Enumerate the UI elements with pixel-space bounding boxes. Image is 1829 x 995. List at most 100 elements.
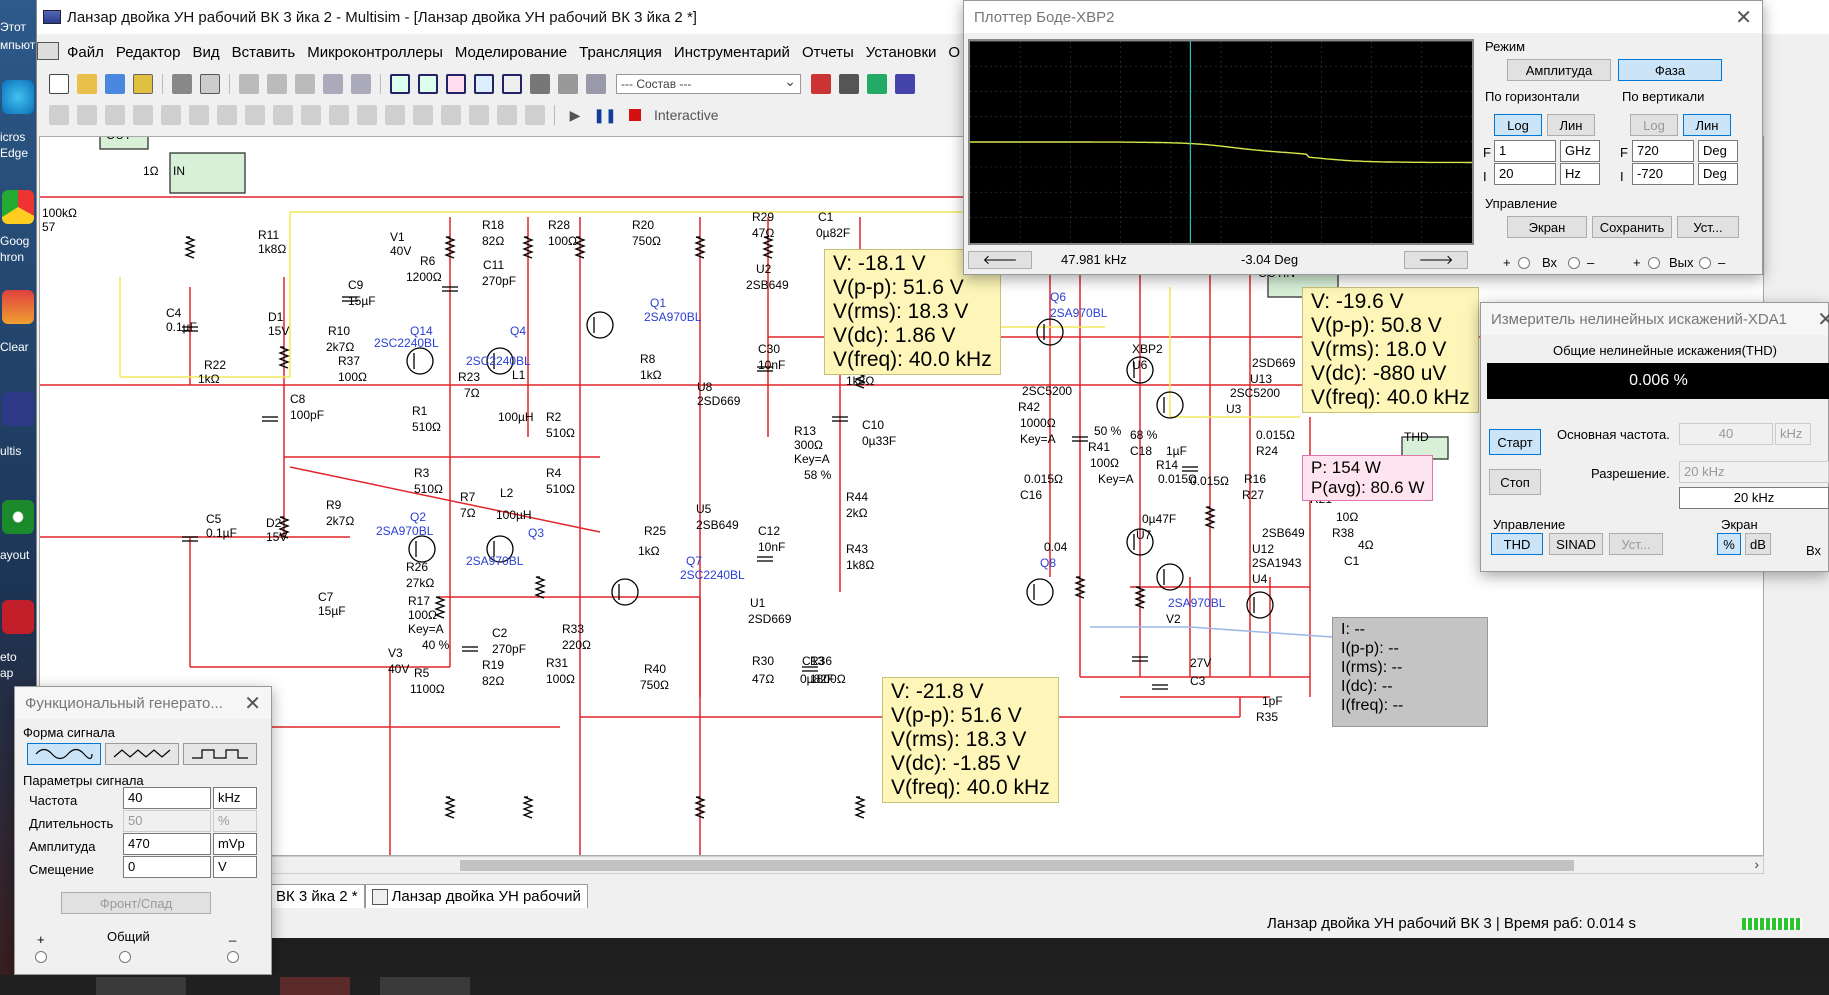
diode-icon[interactable] — [105, 105, 125, 125]
amplitude-unit[interactable]: mVp — [213, 833, 257, 855]
in-use-icon[interactable] — [586, 74, 606, 94]
rf-icon[interactable] — [413, 105, 433, 125]
transistor-icon[interactable] — [133, 105, 153, 125]
misc-icon[interactable] — [357, 105, 377, 125]
multisim-icon[interactable] — [2, 392, 34, 426]
misc-digital-icon[interactable] — [245, 105, 265, 125]
frequency-field[interactable]: 40 — [123, 787, 211, 809]
v-initial-unit[interactable]: Deg — [1698, 163, 1738, 185]
in-use-list-combo[interactable]: --- Состав --- — [616, 73, 801, 94]
voltage-probe-3[interactable]: V: -21.8 V V(p-p): 51.6 V V(rms): 18.3 V… — [882, 677, 1059, 803]
back-annotate-icon[interactable] — [895, 74, 915, 94]
horizontal-scrollbar[interactable]: › — [39, 856, 1764, 874]
save-button[interactable]: Сохранить — [1592, 216, 1672, 238]
design-toolbox-icon[interactable] — [390, 74, 410, 94]
mcu-icon[interactable] — [469, 105, 489, 125]
out-plus-terminal[interactable] — [1648, 257, 1660, 269]
h-final-unit[interactable]: GHz — [1560, 140, 1600, 162]
phase-button[interactable]: Фаза — [1618, 59, 1722, 81]
setup-button[interactable]: Уст... — [1677, 216, 1739, 238]
peripherals-icon[interactable] — [385, 105, 405, 125]
close-icon[interactable]: ✕ — [1817, 309, 1829, 331]
triangle-wave-button[interactable] — [105, 743, 179, 765]
print-icon[interactable] — [172, 74, 192, 94]
voltage-probe-1[interactable]: V: -18.1 V V(p-p): 51.6 V V(rms): 18.3 V… — [824, 249, 1001, 375]
tab-sheet-2[interactable]: Ланзар двойка УН рабочий — [364, 884, 588, 908]
power-icon[interactable] — [329, 105, 349, 125]
electromech-icon[interactable] — [441, 105, 461, 125]
erc-icon[interactable] — [558, 74, 578, 94]
h-log-button[interactable]: Log — [1494, 114, 1542, 136]
cut-icon[interactable] — [239, 74, 259, 94]
transfer-icon[interactable] — [839, 74, 859, 94]
scroll-thumb[interactable] — [460, 860, 1574, 871]
cursor-right-button[interactable]: 🡒 — [1404, 251, 1468, 269]
h-final-field[interactable]: 1 — [1494, 140, 1556, 162]
out-minus-terminal[interactable] — [1699, 257, 1711, 269]
print-preview-icon[interactable] — [200, 74, 220, 94]
basic-icon[interactable] — [77, 105, 97, 125]
postprocessor-icon[interactable] — [502, 74, 522, 94]
edge-icon[interactable] — [2, 80, 34, 114]
offset-field[interactable]: 0 — [123, 856, 211, 878]
menu-view[interactable]: Вид — [192, 43, 220, 61]
menu-transfer[interactable]: Трансляция — [579, 43, 662, 61]
menu-edit[interactable]: Редактор — [115, 43, 181, 61]
redo-icon[interactable] — [351, 74, 371, 94]
menu-mcu[interactable]: Микроконтроллеры — [307, 43, 443, 61]
db-button[interactable]: dB — [1745, 533, 1771, 555]
erc-check-icon[interactable] — [811, 74, 831, 94]
grapher-icon[interactable] — [474, 74, 494, 94]
cursor-left-button[interactable]: 🡐 — [968, 251, 1032, 269]
indicator-icon[interactable] — [301, 105, 321, 125]
analog-icon[interactable] — [161, 105, 181, 125]
taskbar-app[interactable] — [96, 977, 186, 995]
menu-reports[interactable]: Отчеты — [801, 43, 854, 61]
hierarchical-icon[interactable] — [497, 105, 517, 125]
ccleaner-icon[interactable] — [2, 290, 34, 324]
screen-button[interactable]: Экран — [1507, 216, 1587, 238]
amplitude-button[interactable]: Амплитуда — [1507, 59, 1611, 81]
pause-icon[interactable]: ❚❚ — [593, 106, 617, 123]
bode-display[interactable] — [968, 39, 1474, 245]
taskbar-app[interactable] — [280, 977, 350, 995]
close-icon[interactable]: ✕ — [244, 693, 261, 715]
mixed-icon[interactable] — [273, 105, 293, 125]
percent-button[interactable]: % — [1717, 533, 1741, 555]
menu-file[interactable]: Файл — [67, 43, 104, 61]
document-icon[interactable] — [37, 42, 59, 60]
in-plus-terminal[interactable] — [1518, 257, 1530, 269]
paste-icon[interactable] — [295, 74, 315, 94]
bus-icon[interactable] — [525, 105, 545, 125]
db-manager-icon[interactable] — [446, 74, 466, 94]
stop-icon[interactable] — [626, 106, 644, 124]
plus-terminal[interactable] — [35, 951, 47, 963]
run-icon[interactable]: ▶ — [569, 106, 581, 123]
taskbar-app[interactable] — [380, 977, 470, 995]
resolution-select[interactable]: 20 kHz — [1679, 461, 1829, 483]
app-icon[interactable] — [2, 600, 34, 634]
v-final-unit[interactable]: Deg — [1698, 140, 1738, 162]
close-icon[interactable]: ✕ — [1735, 7, 1752, 29]
v-lin-button[interactable]: Лин — [1683, 114, 1731, 136]
forward-annotate-icon[interactable] — [867, 74, 887, 94]
ttl-icon[interactable] — [189, 105, 209, 125]
square-wave-button[interactable] — [183, 743, 257, 765]
source-icon[interactable] — [49, 105, 69, 125]
menu-options[interactable]: Установки — [865, 43, 937, 61]
amplitude-field[interactable]: 470 — [123, 833, 211, 855]
fundamental-unit[interactable]: kHz — [1775, 423, 1811, 445]
rise-fall-button[interactable]: Фронт/Спад — [61, 892, 211, 914]
scroll-right-icon[interactable]: › — [1754, 856, 1759, 872]
h-initial-unit[interactable]: Hz — [1560, 163, 1600, 185]
current-probe[interactable]: I: -- I(p-p): -- I(rms): -- I(dc): -- I(… — [1332, 617, 1488, 727]
spreadsheet-icon[interactable] — [418, 74, 438, 94]
offset-unit[interactable]: V — [213, 856, 257, 878]
tab-sheet-1[interactable]: ВК 3 йка 2 * — [269, 884, 365, 908]
fundamental-field[interactable]: 40 — [1679, 423, 1773, 445]
common-terminal[interactable] — [119, 951, 131, 963]
stop-button[interactable]: Стоп — [1489, 469, 1541, 495]
v-initial-field[interactable]: -720 — [1632, 163, 1694, 185]
open-icon[interactable] — [77, 74, 97, 94]
h-lin-button[interactable]: Лин — [1547, 114, 1595, 136]
